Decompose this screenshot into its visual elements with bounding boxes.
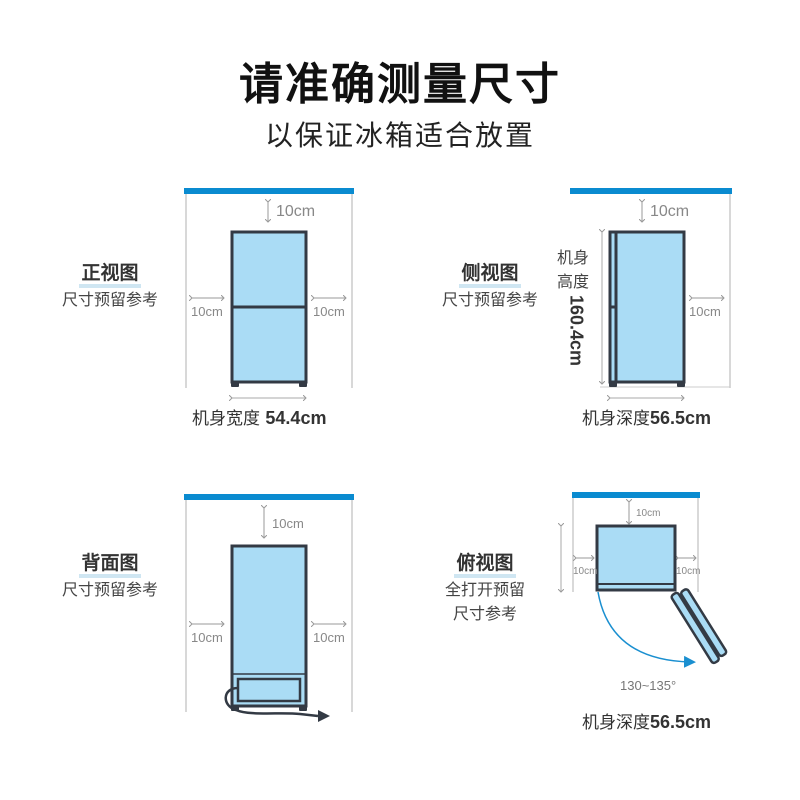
plug-icon	[318, 710, 330, 722]
front-left-clearance: 10cm	[191, 304, 223, 319]
top-depth-measure: 机身深度56.5cm	[582, 712, 712, 733]
front-view-drawing	[184, 188, 354, 398]
back-view-desc: 尺寸预留参考	[61, 580, 158, 599]
front-width-measure: 机身宽度 54.4cm	[192, 408, 327, 429]
side-top-clearance: 10cm	[650, 203, 690, 220]
top-top-clearance: 10cm	[636, 508, 661, 519]
top-view-title: 俯视图	[415, 548, 555, 578]
side-view-drawing	[570, 188, 732, 398]
door-swing-arc	[597, 591, 696, 668]
front-view-desc: 尺寸预留参考	[61, 290, 158, 309]
back-top-clearance: 10cm	[272, 516, 304, 531]
top-view-desc: 全打开预留尺寸参考	[444, 580, 525, 623]
front-top-clearance: 10cm	[276, 203, 316, 220]
page-subtitle: 以保证冰箱适合放置	[264, 119, 535, 152]
top-right-clearance: 10cm	[676, 566, 701, 577]
side-right-clearance: 10cm	[689, 304, 721, 319]
side-height-value: 160.4cm	[566, 294, 587, 367]
top-view-drawing	[561, 492, 728, 668]
back-left-clearance: 10cm	[191, 630, 223, 645]
back-right-clearance: 10cm	[313, 630, 345, 645]
page-title: 请准确测量尺寸	[239, 59, 561, 110]
side-view-title: 侧视图	[420, 258, 560, 288]
side-height-label: 机身高度	[556, 248, 589, 291]
wall-bar	[184, 188, 354, 194]
back-view-title: 背面图	[40, 548, 180, 578]
side-view-desc: 尺寸预留参考	[441, 290, 538, 309]
side-depth-measure: 机身深度56.5cm	[582, 408, 712, 429]
top-left-clearance: 10cm	[573, 566, 598, 577]
front-right-clearance: 10cm	[313, 304, 345, 319]
door-angle-label: 130~135°	[620, 678, 677, 693]
front-view-title: 正视图	[40, 258, 180, 288]
back-view-drawing	[184, 494, 354, 722]
